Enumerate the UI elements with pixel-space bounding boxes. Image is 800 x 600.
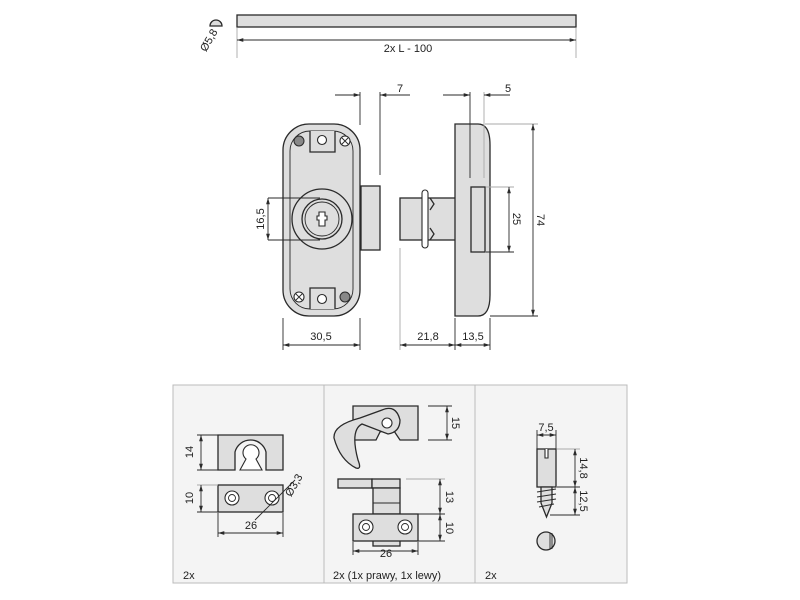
- bolt-offset-label: 7: [397, 83, 403, 95]
- dim-label: 14: [184, 446, 196, 458]
- lock-side-view: 5 25 74 21,8 13,5: [399, 83, 546, 350]
- keyhole-icon: [316, 211, 328, 227]
- dim-label: 14,8: [577, 457, 589, 478]
- screw-head-icon: [536, 531, 556, 551]
- dim-label: 7,5: [538, 422, 553, 434]
- plate-depth-label: 13,5: [462, 331, 483, 343]
- quantity-label: 2x: [485, 570, 497, 582]
- dim-label: 13: [443, 491, 455, 503]
- cylinder-diameter-label: 16,5: [255, 208, 267, 229]
- quantity-label: 2x (1x prawy, 1x lewy): [333, 570, 441, 582]
- dim-label: 12,5: [577, 490, 589, 511]
- rod-drawing: 2x L - 100 Ø5,8: [198, 14, 577, 58]
- rod: [236, 14, 577, 28]
- bolt: [360, 185, 381, 251]
- bolt-flange: [421, 189, 429, 249]
- accessory-panels: 14 10 26 Ø3,3 2x 15: [172, 384, 628, 584]
- rod-diameter-label: Ø5,8: [198, 27, 220, 54]
- dim-label: 26: [380, 548, 392, 560]
- plate-offset-label: 5: [505, 83, 511, 95]
- cross-screw-icon: [293, 291, 305, 303]
- dim-label: 15: [449, 417, 461, 429]
- dim-label: 26: [245, 520, 257, 532]
- dim-label: 10: [443, 522, 455, 534]
- lock-front-view: 16,5 30,5 7: [255, 83, 410, 350]
- height-label: 74: [534, 214, 546, 226]
- dim-label: 10: [184, 492, 196, 504]
- cross-screw-icon: [339, 135, 351, 147]
- rod-length-label: 2x L - 100: [384, 43, 433, 55]
- panel-screw: 7,5 14,8 12,5 2x: [485, 422, 589, 582]
- rod-section: [209, 19, 223, 27]
- body-width-label: 30,5: [310, 331, 331, 343]
- quantity-label: 2x: [183, 570, 195, 582]
- panel-catch: 15 13 10 26 2x (1x prawy, 1x lewy): [333, 405, 461, 582]
- bolt-slot: [470, 186, 486, 253]
- screw-icon: [339, 291, 351, 303]
- slot-height-label: 25: [510, 213, 522, 225]
- bolt-length-label: 21,8: [417, 331, 438, 343]
- screw-icon: [293, 135, 305, 147]
